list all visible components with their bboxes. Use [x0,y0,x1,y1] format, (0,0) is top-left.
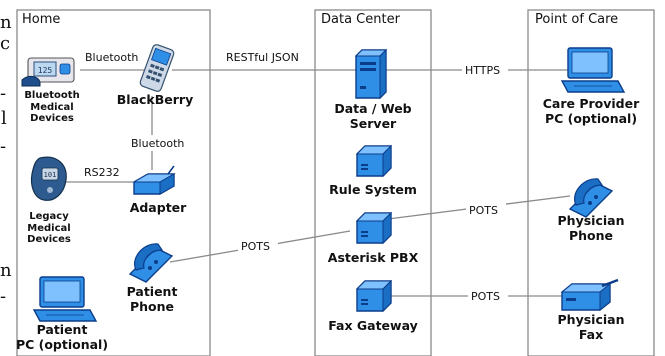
link-label-pots-fax: POTS [471,290,500,303]
desktop-computer-icon [33,276,97,322]
left-edge-fragment: c [0,33,11,54]
smartphone-icon [139,44,175,92]
left-edge-fragment: n [0,260,12,281]
node-label-fax-gateway: Fax Gateway [328,318,418,333]
panel-title-point-of-care: Point of Care [535,12,619,27]
panel-title-datacenter: Data Center [321,12,400,27]
desktop-computer-icon [561,47,625,93]
node-label-blackberry: BlackBerry [116,92,194,107]
server-box-icon [356,212,392,244]
left-edge-fragment: n [0,12,12,33]
server-box-icon [356,280,392,312]
link-label-restful-json: RESTful JSON [226,51,299,64]
svg-text:125: 125 [38,66,53,75]
adapter-box-icon [133,165,175,195]
left-edge-fragment: - [0,136,7,157]
desk-phone-icon [129,243,173,283]
tower-server-icon [355,49,387,99]
left-edge-fragment: l [1,108,7,129]
link-label-rs232: RS232 [84,166,120,179]
glucometer-icon: 101 [30,156,67,201]
svg-text:101: 101 [44,171,57,179]
panel-title-home: Home [22,12,61,27]
link-label-https: HTTPS [465,64,501,77]
panel-point-of-care [527,9,655,356]
blood-pressure-monitor-icon: 125 [21,57,75,87]
node-label-adapter: Adapter [129,200,187,215]
link-label-bluetooth: Bluetooth [85,51,139,64]
link-label-bluetooth-vertical: Bluetooth [131,137,185,150]
desk-phone-icon [569,178,613,218]
panel-home [16,9,211,356]
node-label-rule-system: Rule System [329,182,417,197]
left-edge-fragment: - [0,83,7,104]
link-label-pots-physician-phone: POTS [469,204,498,217]
link-label-pots-patient: POTS [241,240,270,253]
panel-datacenter [314,9,432,356]
server-box-icon [356,145,392,177]
fax-machine-icon [560,278,620,312]
node-label-asterisk-pbx: Asterisk PBX [327,250,419,265]
left-edge-fragment: - [0,286,7,307]
